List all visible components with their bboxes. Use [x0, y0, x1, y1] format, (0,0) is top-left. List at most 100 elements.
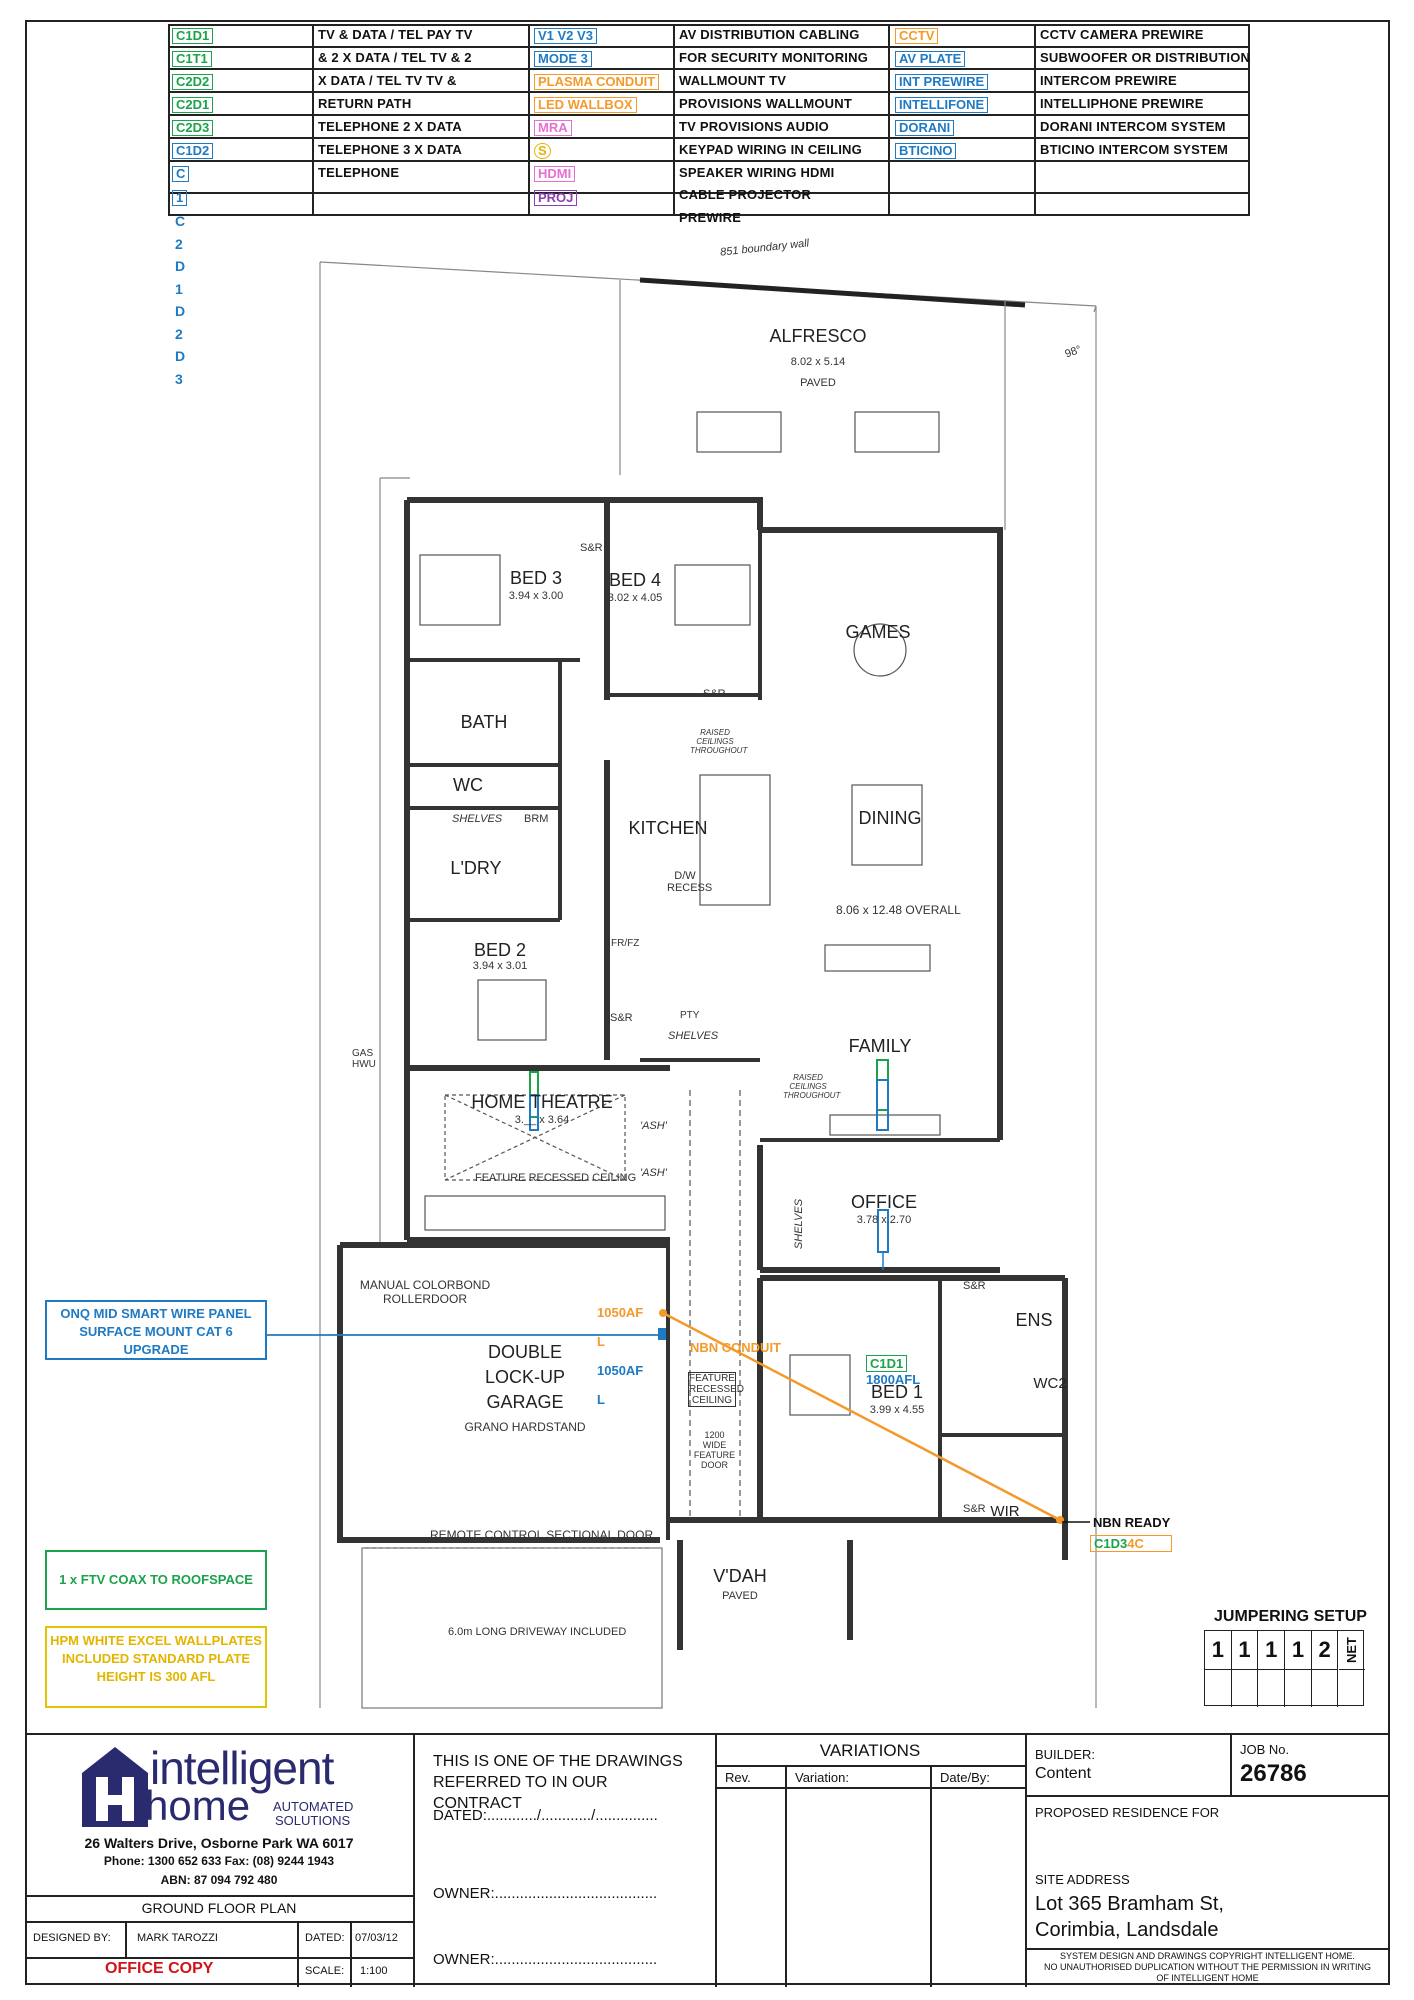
- legend-code-hdmi: HDMI: [534, 166, 576, 182]
- label-shelves-3: SHELVES: [793, 1198, 806, 1250]
- label-sr-2: S&R: [703, 688, 726, 700]
- label-feature-ceiling: FEATURE RECESSED CEILING: [475, 1172, 637, 1184]
- room-office-dim: 3.78 x 2.70: [856, 1214, 912, 1226]
- marker-l-b: L: [597, 1392, 605, 1407]
- room-wc: WC: [453, 775, 483, 795]
- label-manual-rollerdoor: MANUAL COLORBOND ROLLERDOOR: [359, 1278, 491, 1306]
- room-home-theatre-dim: 3.__ x 3.64: [514, 1114, 570, 1126]
- legend-desc-provisions: PROVISIONS WALLMOUNT: [679, 96, 852, 111]
- label-raised-ceilings-2: RAISED CEILINGS THROUGHOUT: [783, 1073, 841, 1100]
- jumpering-table: 1 1 1 1 2 NET: [1204, 1630, 1366, 1707]
- legend-code-c2d2: C2D2: [172, 74, 214, 90]
- jumper-cell-3: 1: [1258, 1631, 1286, 1669]
- room-bath: BATH: [460, 712, 508, 732]
- room-bed2: BED 2: [473, 940, 527, 960]
- legend-desc-1: TV & DATA / TEL PAY TV: [318, 27, 473, 42]
- label-sr-3: S&R: [610, 1012, 633, 1024]
- legend-code-c2d1: C2D1: [172, 97, 214, 113]
- jumper-cell-4: 1: [1285, 1631, 1312, 1669]
- floor-plan-drawing: [265, 261, 1097, 1709]
- room-wir: WIR: [990, 1503, 1020, 1520]
- marker-bed1-code: C1D1: [866, 1355, 908, 1372]
- label-pty: PTY: [680, 1010, 700, 1021]
- label-sr-4: S&R: [963, 1280, 986, 1292]
- room-family: FAMILY: [848, 1036, 912, 1056]
- label-ash-2: 'ASH': [640, 1167, 667, 1179]
- legend-code-c1d2: C1D2: [172, 143, 214, 159]
- marker-1050af-a: 1050AF: [597, 1305, 644, 1320]
- legend-code-proj: PROJ: [534, 190, 578, 206]
- label-sr-5: S&R: [963, 1503, 986, 1515]
- legend-desc-dorani: DORANI INTERCOM SYSTEM: [1040, 119, 1226, 134]
- legend-desc-security: FOR SECURITY MONITORING: [679, 50, 869, 65]
- label-shelves-2: SHELVES: [668, 1030, 719, 1042]
- callout-ftv-coax: 1 x FTV COAX TO ROOFSPACE: [45, 1550, 267, 1610]
- label-bed1-feature-ceiling: FEATURE RECESSED CEILING: [688, 1372, 745, 1407]
- legend-code-plasma-conduit: PLASMA CONDUIT: [534, 74, 660, 90]
- room-alfresco-dim: 8.02 x 5.14: [790, 356, 846, 368]
- legend-desc-5: TELEPHONE 2 X DATA: [318, 119, 462, 134]
- label-remote-door: REMOTE CONTROL SECTIONAL DOOR: [430, 1528, 654, 1542]
- legend-desc-subwoofer: SUBWOOFER OR DISTRIBUTION: [1040, 50, 1251, 65]
- room-bed4: BED 4: [608, 570, 662, 590]
- legend-code-bticino: BTICINO: [895, 143, 957, 159]
- company-phone: Phone: 1300 652 633 Fax: (08) 9244 1943: [103, 1854, 335, 1868]
- legend-code-c2d3: C2D3: [172, 120, 214, 136]
- legend-desc-keypad: KEYPAD WIRING IN CEILING: [679, 142, 862, 157]
- marker-nbn-ready: NBN READY: [1093, 1515, 1171, 1530]
- marker-nbn-code-a: C1D3: [1094, 1536, 1128, 1551]
- owner-line-1: OWNER:..................................…: [433, 1885, 658, 1902]
- legend-desc-cctv: CCTV CAMERA PREWIRE: [1040, 27, 1204, 42]
- legend-code-av-plate: AV PLATE: [895, 51, 966, 67]
- jumper-cell-1: 1: [1205, 1631, 1232, 1669]
- room-verandah-note: PAVED: [722, 1590, 758, 1602]
- room-home-theatre: HOME THEATRE: [471, 1092, 613, 1112]
- vertical-legend-codes: C 2 D 1 D 2 D 3: [175, 213, 186, 387]
- label-driveway: 6.0m LONG DRIVEWAY INCLUDED: [448, 1626, 627, 1638]
- contract-dated-line: DATED:............/............/........…: [433, 1807, 658, 1824]
- legend-desc-2: & 2 X DATA / TEL TV & 2: [318, 50, 472, 65]
- legend-code-c1t1: C1T1: [172, 51, 212, 67]
- jumper-cell-2: 1: [1232, 1631, 1259, 1669]
- company-name-line1: intelligent: [150, 1742, 334, 1794]
- dated-value: 07/03/12: [355, 1932, 398, 1944]
- copyright-line1: SYSTEM DESIGN AND DRAWINGS COPYRIGHT INT…: [1060, 1951, 1355, 1961]
- job-label: JOB No.: [1240, 1742, 1290, 1757]
- jumpering-title: JUMPERING SETUP: [1214, 1608, 1367, 1625]
- legend-code-c: C: [172, 166, 190, 182]
- legend-desc-6: TELEPHONE 3 X DATA: [318, 142, 462, 157]
- marker-nbn-code-b: 4C: [1127, 1536, 1144, 1551]
- legend-desc-intercom: INTERCOM PREWIRE: [1040, 73, 1177, 88]
- company-name-line3: AUTOMATED: [273, 1799, 354, 1814]
- room-games: GAMES: [845, 622, 911, 642]
- drawing-frame: [25, 20, 1390, 1985]
- room-verandah: V'DAH: [713, 1566, 767, 1586]
- scale-value: 1:100: [360, 1965, 388, 1977]
- jumper-cell-net: NET: [1343, 1637, 1359, 1663]
- room-alfresco: ALFRESCO: [769, 326, 867, 346]
- legend-desc-cable: CABLE PROJECTOR: [679, 187, 812, 202]
- legend-desc-speaker: SPEAKER WIRING HDMI: [679, 165, 835, 180]
- legend-desc-7: TELEPHONE: [318, 165, 400, 180]
- variations-rev-header: Rev.: [725, 1770, 751, 1785]
- plan-name: GROUND FLOOR PLAN: [141, 1900, 297, 1916]
- jumper-cell-5: 2: [1312, 1631, 1339, 1669]
- legend-code-speaker: S: [534, 143, 551, 159]
- label-ash-1: 'ASH': [640, 1120, 667, 1132]
- designed-by-label: DESIGNED BY:: [33, 1932, 111, 1944]
- marker-bed1-height: 1800AFL: [866, 1372, 921, 1387]
- copyright-line3: OF INTELLIGENT HOME: [1156, 1973, 1259, 1983]
- label-shelves-1: SHELVES: [452, 813, 503, 825]
- room-ensuite: ENS: [1015, 1310, 1053, 1330]
- scale-label: SCALE:: [305, 1965, 345, 1977]
- company-name-line2: home: [145, 1782, 251, 1829]
- room-bed1-dim: 3.99 x 4.55: [869, 1404, 925, 1416]
- legend-table: C1D1 C1T1 C2D2 C2D1 C2D3 C1D2 C 1 TV & D…: [168, 24, 1251, 225]
- legend-desc-audio: TV PROVISIONS AUDIO: [679, 119, 829, 134]
- variations-variation-header: Variation:: [795, 1770, 849, 1785]
- site-address-line2: Corimbia, Landsdale: [1035, 1919, 1219, 1941]
- marker-nbn-code: C1D34C: [1090, 1535, 1172, 1552]
- label-sr-1: S&R: [580, 542, 603, 554]
- builder-value: Content: [1035, 1765, 1092, 1782]
- room-dining: DINING: [858, 808, 922, 828]
